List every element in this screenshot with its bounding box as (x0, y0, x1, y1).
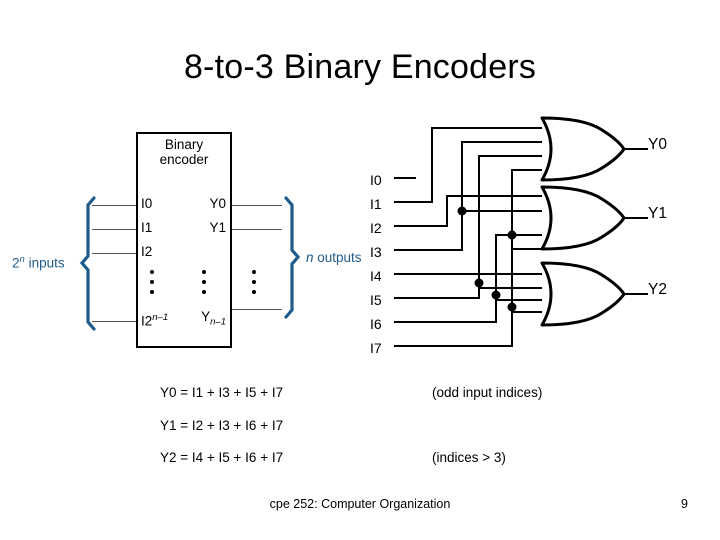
block-input-wire-0 (92, 205, 136, 206)
block-output-label-last-base: Y (201, 309, 211, 324)
block-output-label-last-subscript: n–1 (210, 316, 226, 328)
block-output-wire-last (232, 309, 282, 310)
wire-I5-to-Y0 (394, 155, 542, 299)
block-input-wire-1 (92, 229, 136, 230)
block-output-label-0: Y0 (209, 196, 226, 211)
gate-input-label-I5: I5 (370, 292, 382, 308)
block-input-label-1: I1 (141, 220, 153, 235)
output-brace-label-rest: outputs (313, 250, 362, 265)
encoder-box-title: Binary encoder (136, 137, 232, 167)
input-brace-label-exponent: n (19, 254, 25, 265)
block-input-label-last-base: I2 (141, 313, 153, 329)
wire-I3-to-Y0 (394, 141, 542, 251)
gate-input-label-I4: I4 (370, 268, 382, 284)
input-brace-label: 2n inputs (12, 254, 65, 271)
junction-dot-2 (507, 230, 517, 240)
gate-output-label-Y2: Y2 (648, 281, 667, 298)
page-title: 8-to-3 Binary Encoders (183, 48, 537, 86)
gate-wiring-svg (394, 116, 648, 347)
encoder-box (136, 132, 232, 348)
junction-dot-1 (457, 206, 467, 216)
equation-y2: Y2 = I4 + I5 + I6 + I7 (160, 450, 284, 465)
block-output-ellipsis (202, 270, 206, 300)
block-input-wire-last (92, 321, 136, 322)
input-brace (79, 196, 96, 331)
gate-output-label-Y0: Y0 (648, 136, 667, 153)
encoder-box-title-line2: encoder (159, 152, 209, 167)
block-input-ellipsis (150, 270, 154, 300)
wire-I7-to-Y0 (394, 169, 542, 347)
gate-input-label-I6: I6 (370, 316, 382, 332)
block-input-label-0: I0 (141, 196, 153, 211)
equation-y2-note: (indices > 3) (432, 450, 506, 465)
wire-I2 (394, 195, 542, 227)
gate-level-diagram: I0 I1 I2 I3 I4 I5 I6 I7 Y0 Y1 Y2 (360, 110, 720, 360)
wire-I6-to-Y1 (394, 234, 542, 323)
block-input-label-last: I2n–1 (141, 312, 168, 329)
junction-dot-3 (474, 278, 484, 288)
or-gate-y2-body (540, 261, 626, 327)
encoder-box-title-line1: Binary (164, 137, 204, 152)
block-output-label-last: Yn–1 (168, 309, 226, 328)
equation-y1: Y1 = I2 + I3 + I6 + I7 (160, 418, 284, 433)
footer-course-label: cpe 252: Computer Organization (269, 497, 451, 511)
gate-input-label-I7: I7 (370, 340, 382, 356)
or-gate-y1-body (540, 185, 626, 251)
input-brace-label-base: 2 (12, 255, 20, 271)
block-output-wire-ellipsis (252, 270, 256, 300)
output-brace-label: n outputs (306, 250, 362, 265)
gate-input-label-I3: I3 (370, 244, 382, 260)
footer-page-number: 9 (681, 497, 688, 511)
gate-input-label-I0: I0 (370, 172, 382, 188)
block-output-wire-1 (232, 229, 282, 230)
block-output-label-1: Y1 (209, 220, 226, 235)
input-brace-label-rest: inputs (24, 255, 65, 271)
output-brace (284, 196, 301, 319)
gate-input-label-I1: I1 (370, 196, 382, 212)
equation-y0-note: (odd input indices) (432, 385, 543, 400)
wire-I1 (394, 127, 542, 203)
block-output-wire-0 (232, 205, 282, 206)
gate-input-label-I2: I2 (370, 220, 382, 236)
output-brace-label-variable: n (306, 250, 314, 265)
or-gate-y0-body (540, 116, 626, 182)
junction-dot-5 (507, 302, 517, 312)
gate-output-label-Y1: Y1 (648, 205, 667, 222)
equation-y0: Y0 = I1 + I3 + I5 + I7 (160, 385, 284, 400)
block-diagram: Binary encoder I0 I1 I2 I2n–1 Y0 Y1 Yn–1 (0, 110, 375, 365)
block-input-label-2: I2 (141, 244, 153, 259)
block-input-wire-2 (92, 253, 136, 254)
junction-dot-4 (491, 290, 501, 300)
block-input-label-last-exponent: n–1 (152, 312, 169, 323)
